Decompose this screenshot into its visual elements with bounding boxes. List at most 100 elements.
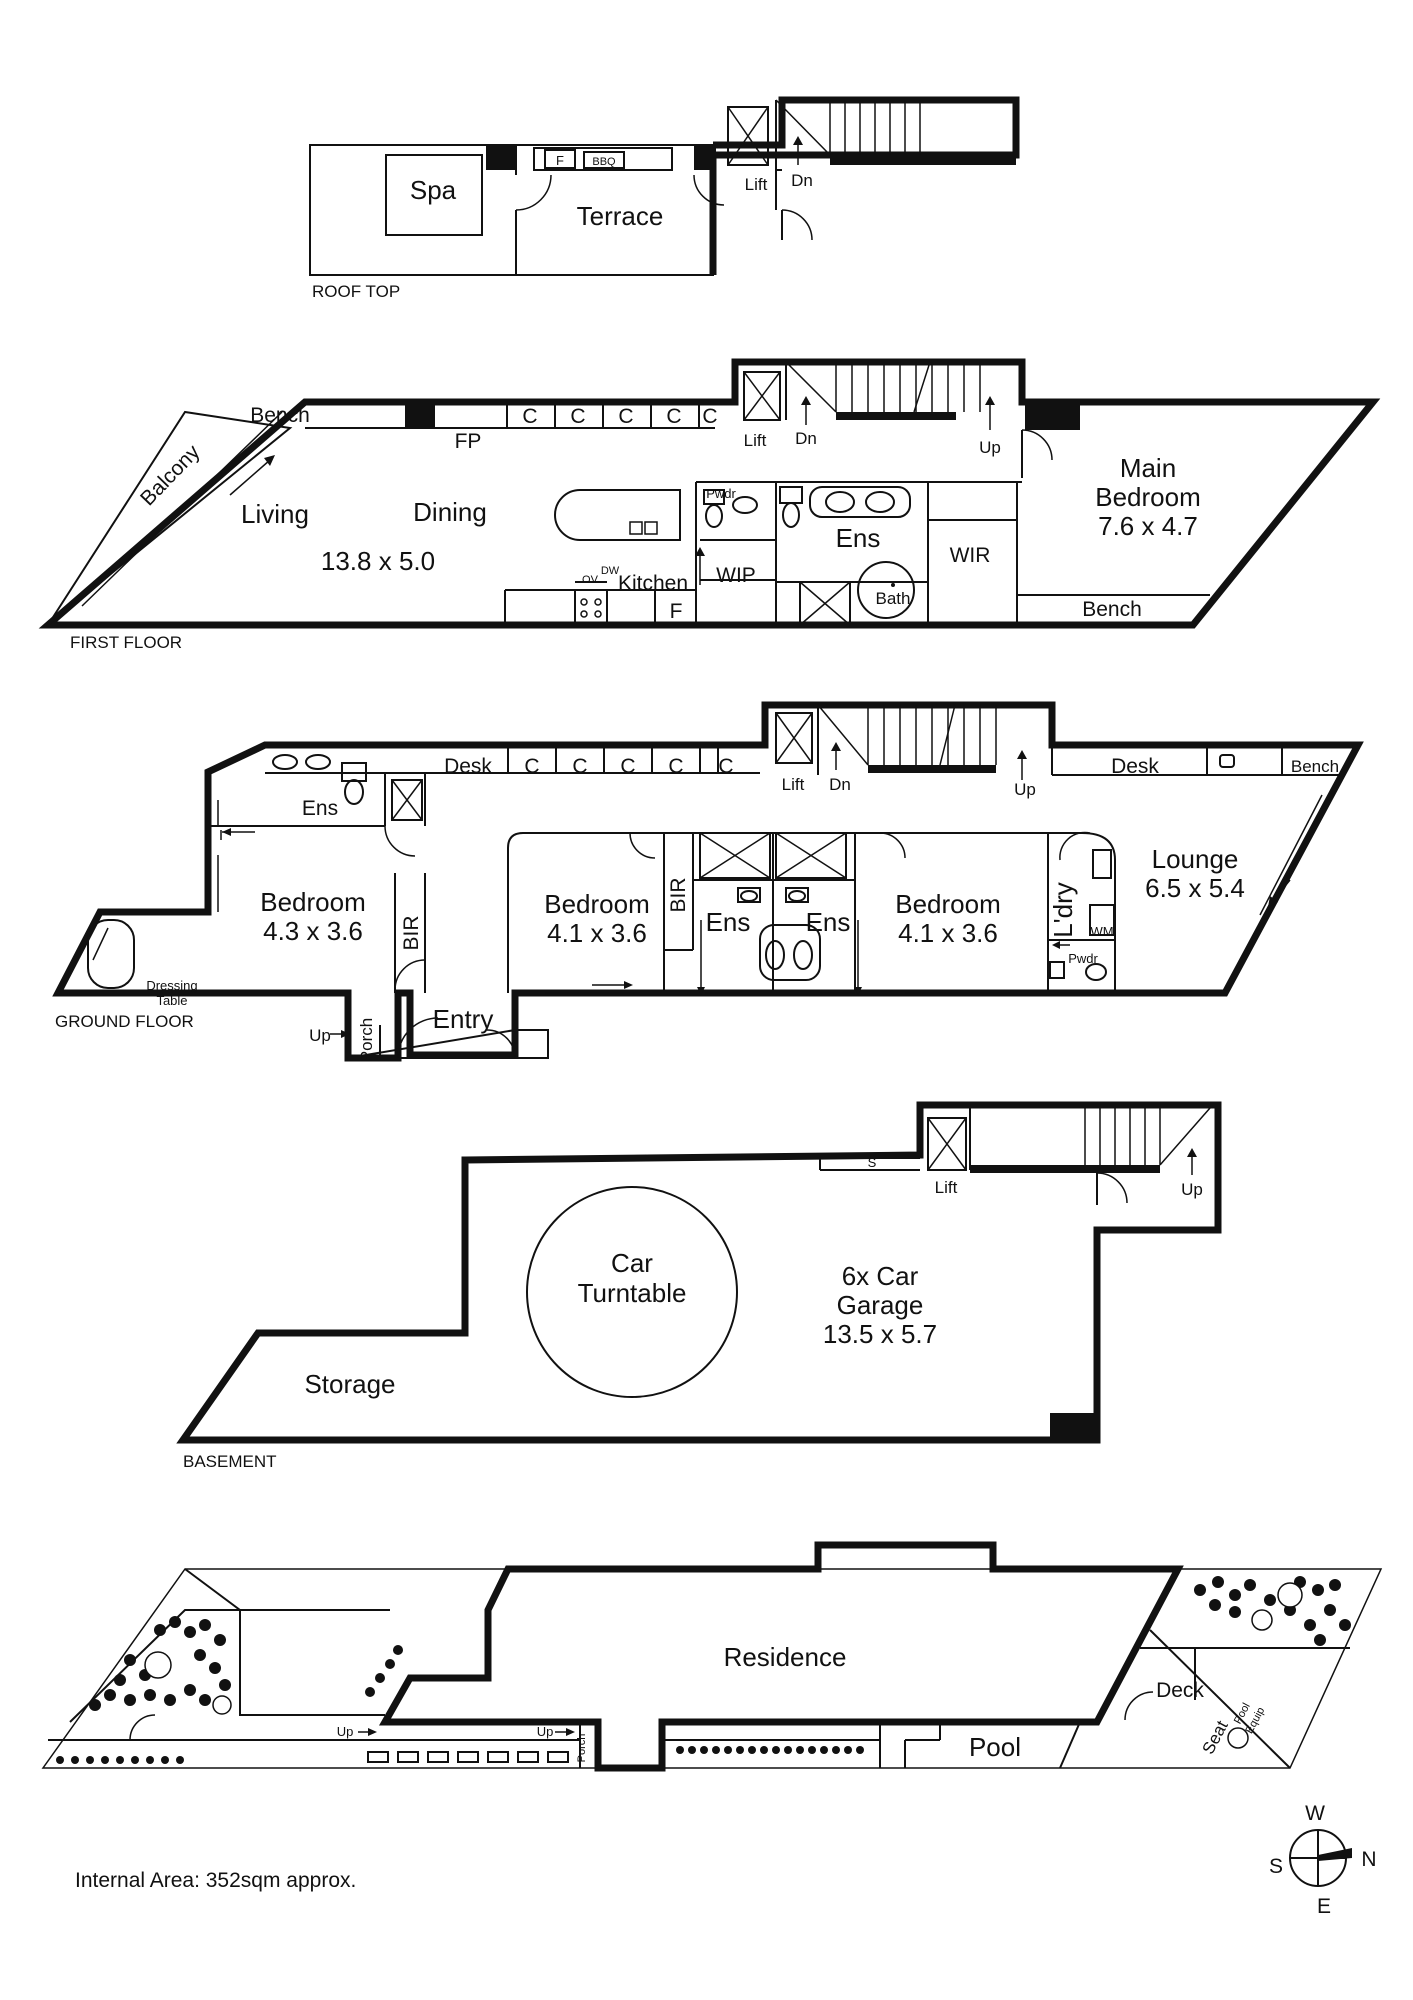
bath-label: Bath <box>876 589 911 608</box>
cupboard-3: C <box>618 405 633 428</box>
roof-top-plan: Spa Terrace F BBQ Lift Dn ROOF TOP <box>309 96 1020 301</box>
cupboard-2: C <box>570 405 585 428</box>
room-ens-mid-a: Ens <box>706 907 751 937</box>
site-garden-bushes <box>89 1576 1351 1749</box>
room-ens-left: Ens <box>302 797 338 820</box>
ground-dn-label: Dn <box>829 775 851 794</box>
room-ens-mid-b: Ens <box>806 907 851 937</box>
room-bedroom-mid: Bedroom <box>544 889 650 919</box>
residence-outline <box>378 1541 1184 1772</box>
powder-label-ground: Pwdr <box>1068 951 1098 966</box>
room-kitchen: Kitchen <box>618 572 688 595</box>
site-deck: Deck <box>1156 1679 1204 1702</box>
compass-east: E <box>1317 1895 1331 1918</box>
room-terrace: Terrace <box>577 201 664 231</box>
room-bedroom-left: Bedroom <box>260 887 366 917</box>
site-porch: Porch <box>576 1734 588 1763</box>
room-garage: 6x Car <box>842 1261 919 1291</box>
first-floor-cupboards <box>506 402 700 428</box>
desk-label-left: Desk <box>444 755 492 778</box>
room-main-bedroom: Main <box>1120 453 1176 483</box>
ground-up-label: Up <box>1014 780 1036 799</box>
room-porch: Porch <box>357 1018 376 1062</box>
site-plan: Residence Pool Deck Up Up Porch Seat Poo… <box>41 1541 1383 1772</box>
room-garage-2: Garage <box>837 1290 924 1320</box>
room-bir-left: BIR <box>400 915 423 950</box>
ground-cupboard-1: C <box>524 755 539 778</box>
spa-tub <box>385 154 483 236</box>
main-bedroom-dims: 7.6 x 4.7 <box>1098 511 1198 541</box>
compass-icon: N S E W <box>1269 1802 1377 1918</box>
internal-area-note: Internal Area: 352sqm approx. <box>75 1869 356 1892</box>
bbq-label: BBQ <box>592 156 616 168</box>
shelf-label: S <box>868 1155 877 1170</box>
site-hedge-row <box>56 1746 864 1764</box>
roof-dn-label: Dn <box>791 171 813 190</box>
room-storage: Storage <box>304 1369 395 1399</box>
turntable-label: Car <box>611 1248 653 1278</box>
bath-tub <box>857 561 915 619</box>
bench-label-right: Bench <box>1082 598 1142 621</box>
balcony <box>47 410 293 626</box>
ground-lift-label: Lift <box>782 775 805 794</box>
roof-lift-label: Lift <box>745 175 768 194</box>
room-ens-first: Ens <box>836 523 881 553</box>
basement-outline <box>176 1101 1222 1444</box>
ground-cupboard-4: C <box>668 755 683 778</box>
ground-lift <box>775 712 813 764</box>
car-turntable <box>526 1186 738 1398</box>
cupboard-4: C <box>666 405 681 428</box>
wm-label: WM <box>1090 924 1113 939</box>
dressing-label: Dressing <box>146 978 197 993</box>
site-pool: Pool <box>969 1732 1021 1762</box>
ground-cupboard-5: C <box>718 755 733 778</box>
ground-cupboard-3: C <box>620 755 635 778</box>
basement-plan: S Lift Up Car Turntable 6x Car Garage 13… <box>176 1101 1222 1471</box>
basement-stairs <box>970 1107 1211 1173</box>
basement-up-label: Up <box>1181 1180 1203 1199</box>
lounge-dims: 6.5 x 5.4 <box>1145 873 1245 903</box>
fireplace-label: FP <box>455 430 482 453</box>
first-fridge-label: F <box>670 600 683 623</box>
oven-label: OV <box>582 574 599 586</box>
room-main-bedroom-2: Bedroom <box>1095 482 1201 512</box>
living-dims: 13.8 x 5.0 <box>321 546 435 576</box>
bbq-bench <box>533 147 673 171</box>
room-wip: WIP <box>716 564 756 587</box>
site-up-a: Up <box>337 1724 354 1739</box>
room-lounge: Lounge <box>1152 844 1239 874</box>
powder-label-first: Pwdr <box>706 486 736 501</box>
bedroom-left-dims: 4.3 x 3.6 <box>263 916 363 946</box>
dw-label: DW <box>601 565 620 577</box>
compass-south: S <box>1269 1855 1283 1878</box>
first-up-label: Up <box>979 438 1001 457</box>
ground-floor-plan: Ens Desk C C C C C Lift Dn Up Desk Bench… <box>52 701 1364 1062</box>
room-bedroom-right: Bedroom <box>895 889 1001 919</box>
compass-west: W <box>1305 1802 1325 1825</box>
ground-cupboard-2: C <box>572 755 587 778</box>
basement-lift <box>927 1117 967 1171</box>
site-up-b: Up <box>537 1724 554 1739</box>
floor-label-roof: ROOF TOP <box>312 282 400 301</box>
floor-label-first: FIRST FLOOR <box>70 633 182 652</box>
site-seat: Seat <box>1199 1717 1232 1757</box>
cupboard-5: C <box>702 405 717 428</box>
basement-lift-label: Lift <box>935 1178 958 1197</box>
bathtub-ground <box>87 919 135 989</box>
cupboard-1: C <box>522 405 537 428</box>
ground-cupboards <box>507 745 719 773</box>
ground-stairs <box>817 704 997 773</box>
room-entry: Entry <box>433 1004 494 1034</box>
kitchen-island <box>554 489 681 541</box>
fridge-label: F <box>556 153 564 168</box>
compass-north: N <box>1361 1848 1376 1871</box>
room-spa: Spa <box>410 175 457 205</box>
bedroom-mid-dims: 4.1 x 3.6 <box>547 918 647 948</box>
garage-dims: 13.5 x 5.7 <box>823 1319 937 1349</box>
first-floor-plan: Bench FP C C C C C Balcony Living Dining… <box>38 358 1381 652</box>
dressing-label-2: Table <box>156 993 187 1008</box>
room-living: Living <box>241 499 309 529</box>
bedroom-right-dims: 4.1 x 3.6 <box>898 918 998 948</box>
first-dn-label: Dn <box>795 429 817 448</box>
